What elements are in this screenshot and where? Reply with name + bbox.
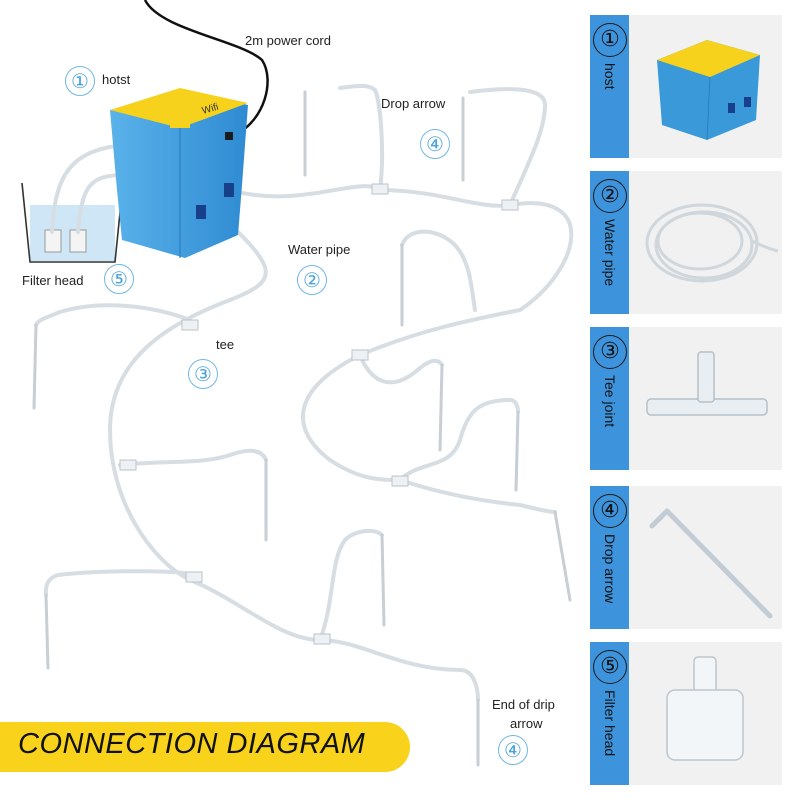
tee-joint-image [646,351,768,416]
tee-number: ③ [188,359,218,389]
drip-arrows [32,90,572,767]
filter-head-number: ⑤ [104,264,134,294]
filter-head-label: Filter head [22,273,84,288]
filter-head-image [666,656,744,761]
host-label: hotst [102,72,131,87]
end-of-drip-label-1: End of drip [492,697,555,712]
legend-panel-host: ① host [590,15,782,158]
legend-tab: ⑤ Filter head [590,642,629,785]
host-wifi-text: Wifi [201,102,220,117]
drop-arrow-number: ④ [420,129,450,159]
legend-number: ⑤ [593,650,627,684]
host-number: ① [65,66,95,96]
water-pipes [34,83,574,702]
legend-label: Drop arrow [602,534,618,604]
drop-arrow-label: Drop arrow [381,96,446,111]
water-pipe-number: ② [297,265,327,295]
legend-panel-filter-head: ⑤ Filter head [590,642,782,785]
legend-label: Tee joint [602,375,618,428]
legend-panel-water-pipe: ② Water pipe [590,171,782,314]
drop-arrow-image [649,508,773,619]
legend-panel-tee-joint: ③ Tee joint [590,327,782,470]
legend-label: Filter head [602,690,618,757]
end-of-drip-number: ④ [498,735,528,765]
legend-label: host [602,63,618,90]
end-of-drip-label-2: arrow [510,716,543,731]
legend-panel-drop-arrow: ④ Drop arrow [590,486,782,629]
filter-heads-in-water [44,229,87,253]
host-device-image [657,40,760,141]
legend-number: ③ [593,335,627,369]
legend-number: ② [593,179,627,213]
host-unit [110,88,248,258]
water-pipe-coil-image [645,203,779,283]
water-pipe-label: Water pipe [288,242,351,257]
connection-diagram-banner: CONNECTION DIAGRAM [0,722,410,772]
legend-tab: ① host [590,15,629,158]
legend-number: ① [593,23,627,57]
power-cord [143,0,269,137]
legend-tab: ③ Tee joint [590,327,629,470]
legend-tab: ④ Drop arrow [590,486,629,629]
legend-label: Water pipe [602,219,618,287]
legend-number: ④ [593,494,627,528]
power-cord-label: 2m power cord [245,33,331,48]
tee-joints [119,183,519,645]
banner-title: CONNECTION DIAGRAM [18,728,366,760]
tee-label: tee [216,337,235,352]
legend-tab: ② Water pipe [590,171,629,314]
